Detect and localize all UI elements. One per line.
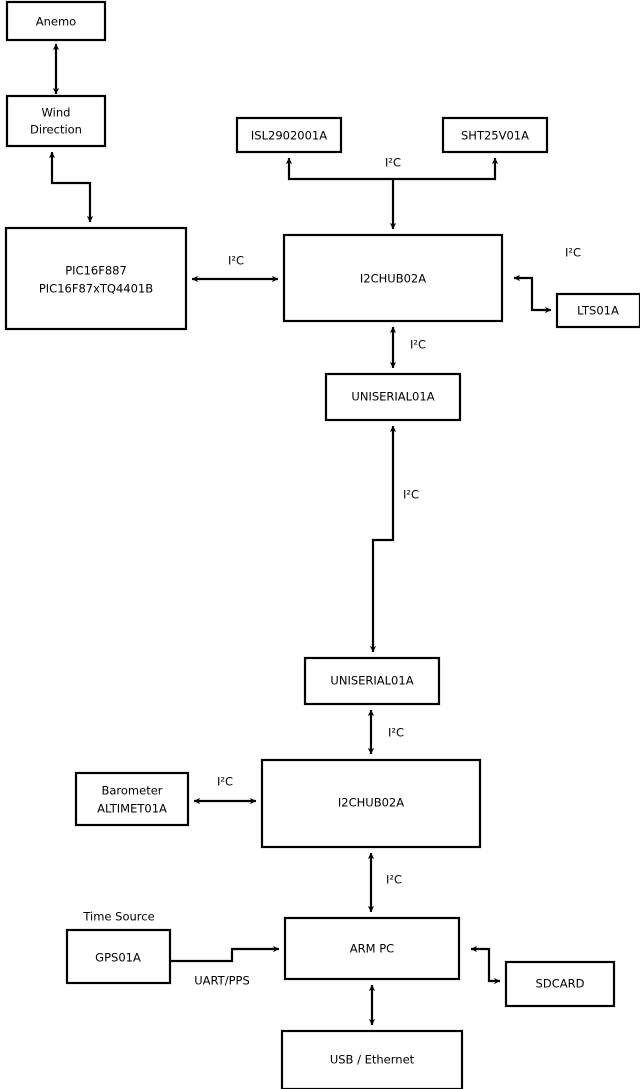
node-uniserial01a-upper[interactable]: UNISERIAL01A — [324, 372, 462, 422]
node-label-pic-line2: PIC16F87xTQ4401B — [39, 282, 153, 296]
node-anemo[interactable]: Anemo — [5, 0, 107, 42]
node-box[interactable] — [5, 94, 107, 148]
node-box[interactable] — [555, 292, 640, 329]
node-label-barometer-line2: ALTIMET01A — [97, 802, 167, 816]
node-i2chub02a-top[interactable]: I2CHUB02A — [282, 233, 504, 323]
node-label-arm-pc: ARM PC — [350, 942, 394, 956]
node-label-usb-ethernet: USB / Ethernet — [330, 1053, 415, 1067]
node-box[interactable] — [5, 0, 107, 42]
node-pic16f887[interactable]: PIC16F887 PIC16F87xTQ4401B — [4, 226, 188, 331]
edge-path — [48, 151, 94, 223]
node-box[interactable] — [65, 928, 172, 985]
edge-pic-i2chub-top: I²C — [191, 254, 279, 283]
edge-path — [369, 425, 397, 653]
edge-i2chub-top-lts01a: I²C — [513, 246, 581, 314]
edge-path — [513, 274, 552, 314]
node-box[interactable] — [324, 372, 462, 422]
edge-label-hub-uniserial: I²C — [410, 338, 426, 352]
edge-i2chub-bottom-arm-pc: I²C — [367, 852, 402, 913]
node-label-wind-direction-line2: Direction — [30, 123, 82, 137]
node-label-uniserial01a-lower: UNISERIAL01A — [330, 674, 413, 688]
node-label-pic-line1: PIC16F887 — [65, 264, 127, 278]
node-sdcard[interactable]: SDCARD — [504, 960, 616, 1008]
node-label-gps01a: GPS01A — [95, 951, 141, 965]
node-box[interactable] — [504, 960, 616, 1008]
node-gps01a[interactable]: GPS01A — [65, 928, 172, 985]
node-wind-direction[interactable]: Wind Direction — [5, 94, 107, 148]
edge-label-barometer-hub2: I²C — [217, 775, 233, 789]
edge-label-hub2-armpc: I²C — [386, 873, 402, 887]
node-label-sht25v01a: SHT25V01A — [461, 129, 529, 143]
node-box[interactable] — [280, 1029, 464, 1089]
node-box[interactable] — [303, 656, 441, 706]
node-uniserial01a-lower[interactable]: UNISERIAL01A — [303, 656, 441, 706]
edge-i2chub-top-uniserial-upper: I²C — [389, 326, 426, 369]
node-label-anemo: Anemo — [36, 15, 76, 29]
node-usb-ethernet[interactable]: USB / Ethernet — [280, 1029, 464, 1089]
node-i2chub02a-bottom[interactable]: I2CHUB02A — [260, 758, 482, 849]
node-lts01a[interactable]: LTS01A — [555, 292, 640, 329]
edge-wind-direction-pic — [48, 151, 94, 223]
edge-path — [170, 945, 280, 963]
node-barometer-altimet01a[interactable]: Barometer ALTIMET01A — [74, 771, 190, 827]
node-label-barometer-line1: Barometer — [101, 784, 162, 798]
node-box[interactable] — [235, 116, 343, 154]
node-label-wind-direction-line1: Wind — [42, 106, 71, 120]
edge-path-branches — [285, 157, 499, 181]
edge-label-hub-sensors: I²C — [385, 156, 401, 170]
node-isl2902001a[interactable]: ISL2902001A — [235, 116, 343, 154]
edge-gps-arm-pc: UART/PPS — [170, 945, 280, 988]
edge-uniserial-lower-i2chub-bottom: I²C — [367, 709, 404, 755]
edge-barometer-i2chub-bottom: I²C — [193, 775, 257, 805]
node-box[interactable] — [283, 916, 461, 981]
edge-label-pic-hub: I²C — [228, 254, 244, 268]
edge-label-uniserial-hub2: I²C — [388, 726, 404, 740]
label-time-source: Time Source — [82, 910, 154, 924]
node-box[interactable] — [282, 233, 504, 323]
edge-label-uniserial-link: I²C — [403, 488, 419, 502]
node-box[interactable] — [260, 758, 482, 849]
node-label-lts01a: LTS01A — [577, 304, 619, 318]
node-box[interactable] — [441, 116, 549, 154]
node-label-isl2902001a: ISL2902001A — [251, 129, 327, 143]
edge-uniserial-upper-lower: I²C — [369, 425, 419, 653]
node-label-i2chub02a-bottom: I2CHUB02A — [338, 796, 404, 810]
node-sht25v01a[interactable]: SHT25V01A — [441, 116, 549, 154]
node-arm-pc[interactable]: ARM PC — [283, 916, 461, 981]
node-box[interactable] — [74, 771, 190, 827]
edge-path — [470, 945, 501, 985]
node-label-sdcard: SDCARD — [536, 977, 585, 991]
node-label-i2chub02a-top: I2CHUB02A — [360, 272, 426, 286]
edge-arm-pc-sdcard — [470, 945, 501, 985]
node-box[interactable] — [4, 226, 188, 331]
edge-i2chub-top-sensors: I²C — [285, 156, 499, 230]
edge-label-gps-armpc: UART/PPS — [194, 974, 250, 988]
node-label-uniserial01a-upper: UNISERIAL01A — [351, 390, 434, 404]
edge-label-hub-lts: I²C — [565, 246, 581, 260]
